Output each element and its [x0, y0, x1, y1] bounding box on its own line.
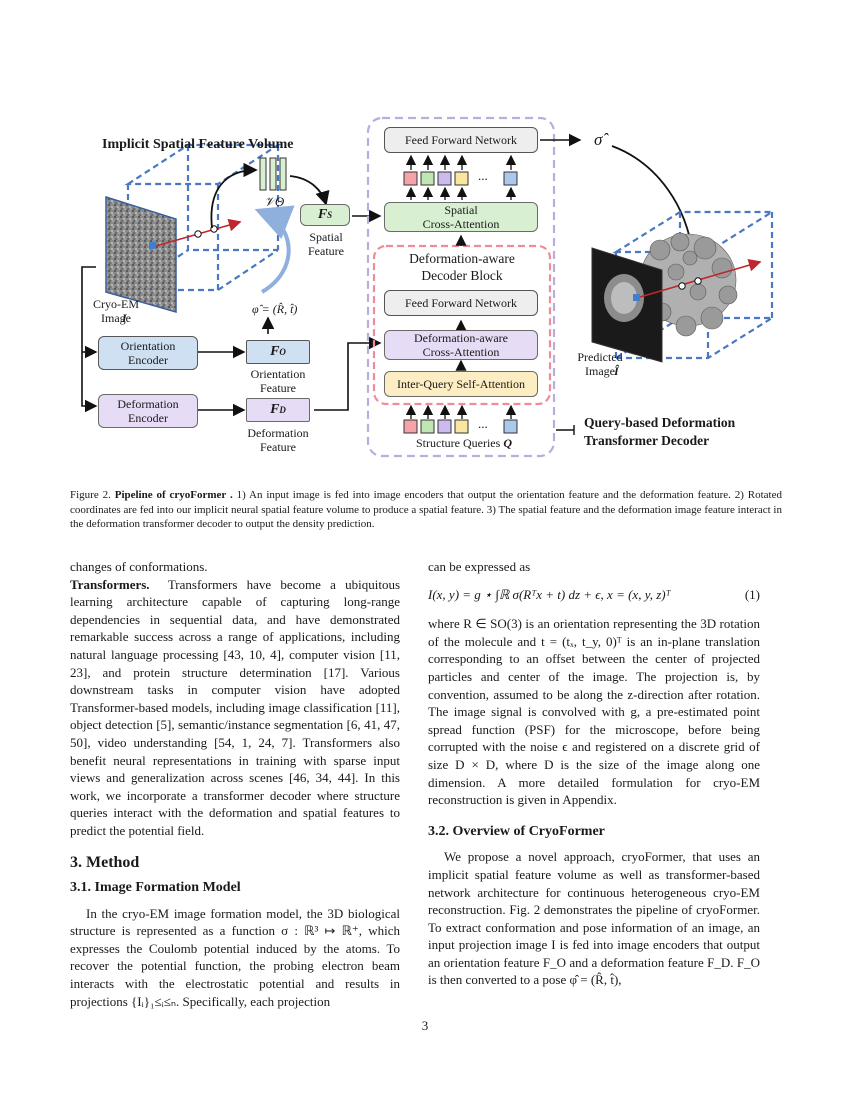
structure-queries-label: Structure Queries Q [416, 436, 512, 450]
cryo-em-image-label: Cryo-EM Image [93, 297, 139, 325]
ffn-inner-box: Feed Forward Network [384, 290, 538, 316]
cryo-em-image-symbol: I [122, 311, 127, 325]
page-number: 3 [421, 1018, 429, 1033]
decoder-outer-dashed [366, 116, 556, 458]
cryo-em-image [105, 195, 177, 313]
left-column: changes of conformations. Transformers. … [70, 558, 400, 1010]
figure-diagram-svg [81, 116, 776, 458]
structure-query-tokens [403, 419, 518, 434]
figure-caption: Figure 2. Pipeline of cryoFormer . 1) An… [70, 489, 782, 530]
decoder-block-dashed [372, 244, 552, 406]
paragraph-where: where R ∈ SO(3) is an orientation repres… [428, 616, 760, 808]
orientation-feature-label: Orientation Feature [250, 367, 306, 395]
equation-number: (1) [744, 586, 760, 602]
volume-title: Implicit Spatial Feature Volume [102, 137, 294, 152]
equation-body: I(x, y) = g ⋆ ∫ℝ σ(Rᵀx + t) dz + ϵ, x = … [428, 586, 671, 602]
heading-image-formation: 3.1. Image Formation Model [70, 880, 241, 896]
paragraph-formation: In the cryo-EM image formation model, th… [70, 905, 400, 1009]
orientation-encoder: Orientation Encoder [98, 336, 198, 370]
equation-1: I(x, y) = g ⋆ ∫ℝ σ(Rᵀx + t) dz + ϵ, x = … [428, 586, 760, 604]
heading-overview: 3.2. Overview of CryoFormer [428, 823, 605, 839]
paragraph-expressed: can be expressed as [428, 559, 531, 574]
deformation-cross-attention-box: Deformation-aware Cross-Attention [384, 330, 538, 360]
protein-structure [639, 232, 738, 337]
paragraph-transformers: Transformers. Transformers have become a… [70, 576, 400, 838]
v-theta-label: 𝒱Θ [264, 194, 285, 209]
paragraph-overview: We propose a novel approach, cryoFormer,… [428, 849, 760, 988]
right-column: can be expressed as I(x, y) = g ⋆ ∫ℝ σ(R… [428, 558, 760, 989]
deformation-feature-label: Deformation Feature [247, 426, 309, 454]
predicted-image-label: Predicted Image [577, 350, 623, 378]
spatial-cross-attention-box: Spatial Cross-Attention [384, 202, 538, 232]
output-ellipsis: ... [478, 168, 488, 183]
spatial-feature-label: Spatial Feature [308, 230, 344, 258]
inter-query-self-attention-box: Inter-Query Self-Attention [384, 371, 538, 397]
paragraph-changes: changes of conformations. [70, 559, 208, 574]
ffn-top-box: Feed Forward Network [384, 127, 538, 153]
deformation-encoder: Deformation Encoder [98, 394, 198, 428]
predicted-image-symbol: Î [614, 364, 619, 378]
heading-method: 3. Method [70, 853, 140, 871]
pose-label: φ̂ = (R̂, t̂) [252, 302, 298, 316]
sigma-hat-label: σ̂ [594, 130, 603, 149]
query-ellipsis: ... [478, 416, 488, 431]
output-tokens [403, 171, 518, 186]
decoder-title: Query-based Deformation Transformer Deco… [584, 415, 736, 448]
v-theta-icon [259, 157, 287, 191]
decoder-block-title: Deformation-aware Decoder Block [409, 251, 515, 283]
